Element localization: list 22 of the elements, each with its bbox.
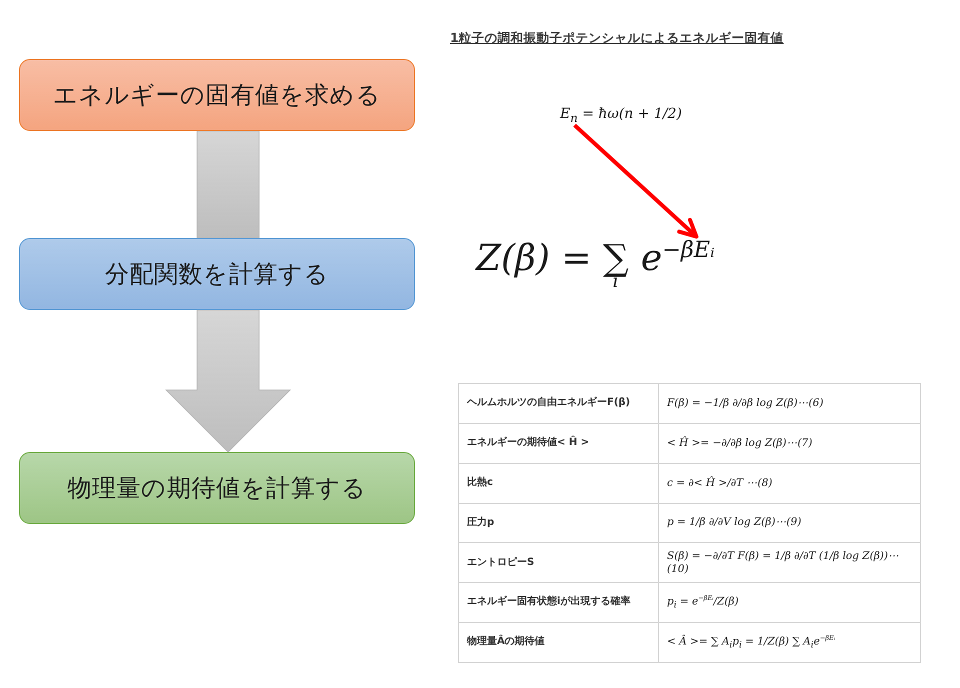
table-cell: p$_{i}$ = e$^{−βEᵢ}$/Z(β) xyxy=(658,582,920,623)
table-cell: S(β) = −∂/∂T F(β) = 1/β ∂/∂T (1/β log Z(β))⋯(10) xyxy=(658,542,920,583)
table-cell: ヘルムホルツの自由エネルギーF(β) xyxy=(458,384,658,424)
table-cell: 比熱c xyxy=(458,463,658,504)
block-arrow xyxy=(196,130,260,238)
process-box: エネルギーの固有値を求める xyxy=(19,59,415,131)
process-box: 物理量の期待値を計算する xyxy=(19,452,415,524)
table-cell: エネルギーの期待値< Ĥ > xyxy=(458,423,658,464)
table-cell: c = ∂< Ĥ >/∂T ⋯(8) xyxy=(658,463,920,504)
formula: E$_{n}$ = ħω(n + 1/2) xyxy=(560,106,682,126)
table-cell: F(β) = −1/β ∂/∂β log Z(β)⋯(6) xyxy=(658,384,920,424)
heading: 1粒子の調和振動子ポテンシャルによるエネルギー固有値 xyxy=(450,30,784,47)
table-cell: p = 1/β ∂/∂V log Z(β)⋯(9) xyxy=(658,503,920,543)
table-cell: エネルギー固有状態iが出現する確率 xyxy=(458,582,658,623)
table-cell: エントロピーS xyxy=(458,542,658,583)
arrow xyxy=(573,124,698,239)
process-box: 分配関数を計算する xyxy=(19,238,415,310)
table-cell: < Â >= ∑ A$_{i}$p$_{i}$ = 1/Z(β) ∑ A$_{i}$e$^{−βEᵢ}$ xyxy=(658,622,920,663)
table-cell: 物理量Âの期待値 xyxy=(458,622,658,663)
table-cell: < Ĥ >= −∂/∂β log Z(β)⋯(7) xyxy=(658,423,920,464)
block-arrow xyxy=(165,310,292,453)
table-cell: 圧力p xyxy=(458,503,658,543)
